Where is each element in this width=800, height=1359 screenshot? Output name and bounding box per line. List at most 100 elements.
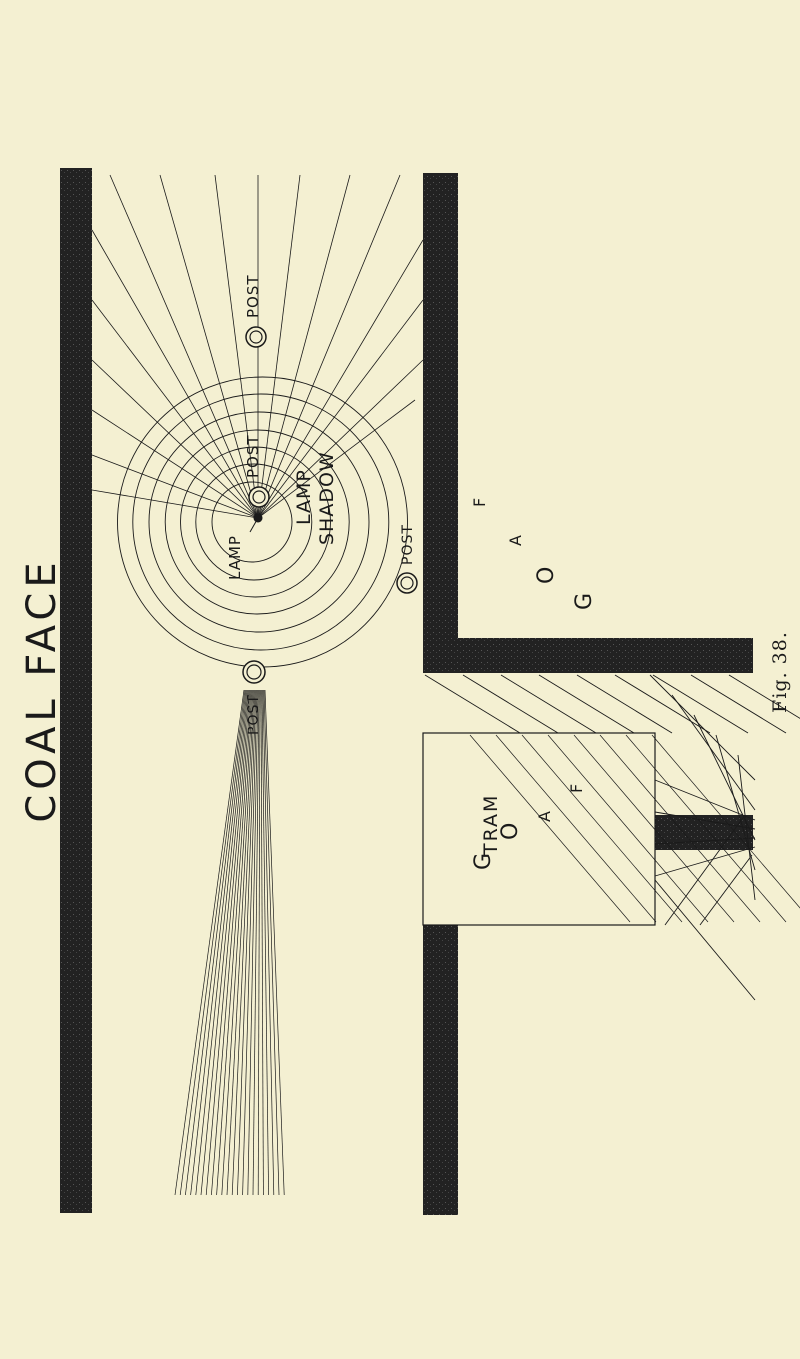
shadow-ray (690, 674, 787, 734)
shadow-ray (664, 814, 746, 926)
light-ray (185, 689, 247, 1196)
light-ray (211, 689, 252, 1196)
lamp-shadow-shadow-label: SHADOW (316, 451, 338, 545)
light-ray (257, 299, 424, 519)
tram-shadow-line (547, 734, 709, 923)
tram-shadow-line (469, 734, 631, 923)
light-ray (205, 689, 251, 1196)
light-ray (231, 689, 256, 1196)
post-lower (242, 660, 266, 684)
shadow-ray (500, 674, 597, 734)
upper-gob-bottom-wall (423, 638, 753, 673)
lamp-label-left: LAMP (226, 535, 244, 580)
light-ray (91, 454, 259, 519)
tram-shadow-line (573, 734, 735, 923)
light-circle (148, 411, 370, 633)
light-ray (263, 689, 280, 1196)
tram-shadow-line (599, 734, 761, 923)
light-circle (180, 446, 331, 598)
light-ray (237, 689, 257, 1196)
light-ray (257, 239, 424, 519)
light-ray (200, 689, 250, 1196)
tram-shadow-line (625, 734, 787, 923)
right-upper-wall (423, 173, 458, 673)
light-ray (91, 299, 259, 519)
light-ray (257, 174, 351, 519)
light-ray (195, 689, 249, 1196)
light-circle (211, 481, 293, 563)
tram-shadow-line (651, 734, 800, 909)
shadow-ray (538, 674, 635, 734)
light-ray (242, 689, 258, 1196)
shadow-ray (699, 854, 753, 926)
goaf-upper-o: O (534, 567, 559, 584)
goaf-lower-g: G (471, 853, 496, 870)
post-right (396, 572, 418, 594)
shadow-ray (654, 837, 756, 845)
light-circle (195, 463, 313, 581)
light-ray (91, 409, 259, 519)
shadow-ray (462, 674, 559, 734)
post-label-right: POST (400, 524, 416, 565)
coal-face-label: COAL FACE (19, 557, 65, 823)
goaf-upper-g: G (572, 593, 597, 610)
lamp-light-circles (117, 376, 408, 668)
shadow-ray (649, 674, 756, 781)
light-ray (257, 359, 424, 519)
tram-label: TRAM (480, 794, 502, 856)
light-ray (216, 689, 253, 1196)
tram-shadow-line (495, 734, 657, 923)
light-ray (221, 689, 254, 1196)
light-ray (257, 174, 401, 519)
tram-shadow-line (521, 734, 683, 923)
light-ray (257, 174, 301, 519)
tram-inner-rays (469, 734, 800, 923)
shadow-ray (614, 674, 711, 734)
light-ray (252, 689, 260, 1196)
shadow-ray (693, 714, 756, 841)
goaf-upper-a: A (506, 535, 525, 546)
shadow-ray (654, 846, 756, 877)
tram-shadow-rays (424, 674, 800, 1001)
post-upper (245, 326, 267, 348)
light-ray (214, 174, 259, 519)
shadow-ray (671, 694, 756, 811)
light-ray (190, 689, 248, 1196)
coal-face-wall (60, 168, 92, 1213)
light-ray (91, 229, 259, 519)
light-circle (164, 429, 350, 615)
light-ray (262, 689, 275, 1196)
shadow-ray (654, 779, 756, 821)
post-label-lamp: POST (244, 434, 262, 478)
light-ray (174, 689, 245, 1196)
tram-box (422, 732, 656, 926)
post-lamp (248, 486, 270, 508)
light-ray (109, 174, 259, 519)
shadow-ray (424, 674, 521, 734)
lamp-shadow-lamp-label: LAMP (293, 469, 315, 525)
light-ray (91, 359, 259, 519)
goaf-lower-f: F (567, 784, 586, 793)
light-ray (264, 689, 285, 1196)
shadow-ray (652, 674, 749, 734)
light-ray (179, 689, 246, 1196)
shadow-ray (654, 811, 756, 830)
goaf-upper-f: F (470, 498, 489, 507)
light-ray (247, 689, 259, 1196)
shadow-ray (654, 879, 756, 1001)
light-ray (257, 689, 261, 1196)
light-ray (226, 689, 255, 1196)
light-ray (260, 689, 264, 1196)
goaf-lower-o: O (498, 823, 523, 840)
shadow-ray (728, 674, 800, 719)
post-label-upper: POST (244, 274, 262, 318)
shadow-ray (576, 674, 673, 734)
goaf-lower-a: A (535, 811, 554, 822)
light-circle (117, 376, 408, 668)
light-ray (261, 689, 269, 1196)
post-label-lower: POST (246, 694, 262, 735)
light-ray (159, 174, 259, 519)
lower-light-rays (174, 689, 285, 1196)
